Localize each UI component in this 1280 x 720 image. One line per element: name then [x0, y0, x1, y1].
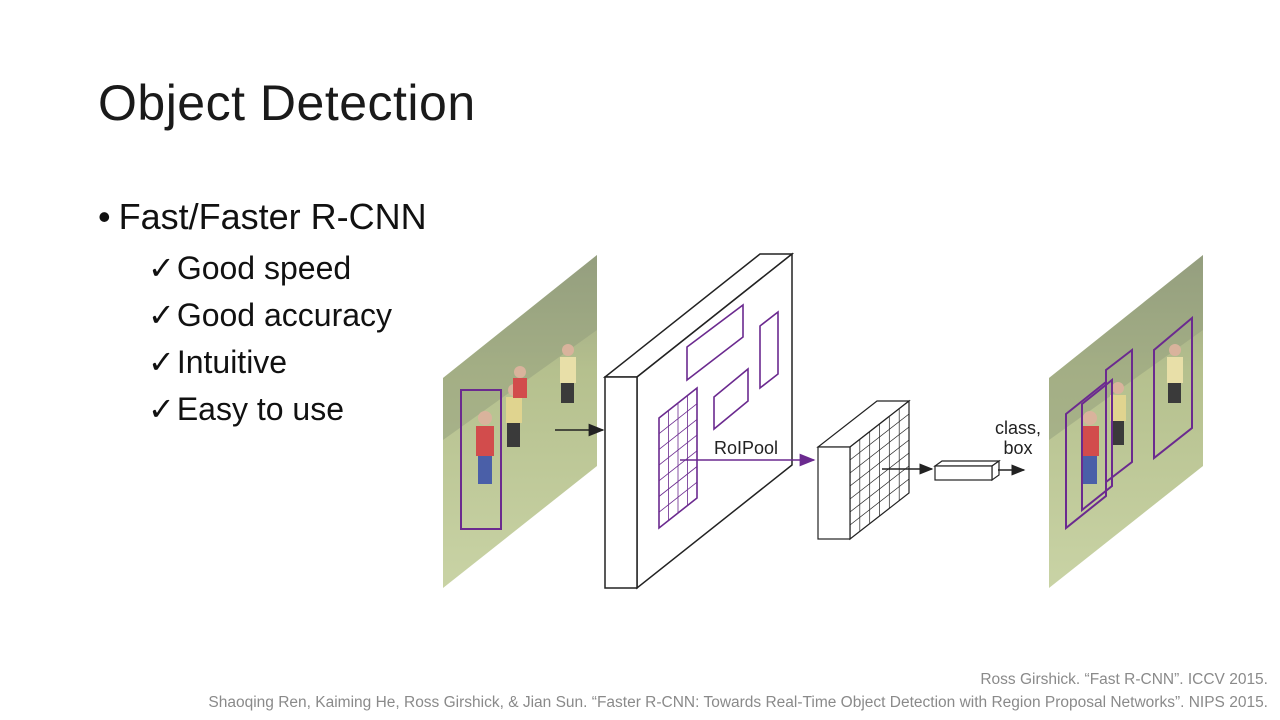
proposal-box — [460, 389, 502, 530]
checkmark-icon: ✓ — [148, 297, 175, 333]
output-label-class: class, — [995, 418, 1041, 438]
bullet-dot: • — [98, 196, 111, 237]
input-image — [443, 255, 597, 588]
roipool-label: RoIPool — [714, 438, 778, 458]
references: Ross Girshick. “Fast R-CNN”. ICCV 2015. … — [208, 668, 1268, 714]
bullet-item: •Fast/Faster R-CNN — [98, 196, 427, 238]
reference-faster-rcnn: Shaoqing Ren, Kaiming He, Ross Girshick,… — [208, 694, 1268, 711]
check-item-intuitive: ✓Intuitive — [148, 343, 287, 381]
check-text: Easy to use — [176, 391, 345, 427]
detection-boxes — [1065, 315, 1193, 531]
checkmark-icon: ✓ — [148, 250, 175, 286]
pooled-feature-cube — [816, 399, 911, 541]
output-label-box: box — [1003, 438, 1032, 458]
player-figures — [1081, 344, 1183, 484]
output-image — [1049, 255, 1203, 588]
conv-feature-map — [602, 252, 795, 590]
player-figures — [476, 344, 576, 484]
check-item-easy: ✓Easy to use — [148, 390, 344, 428]
bullet-text: Fast/Faster R-CNN — [118, 196, 427, 237]
check-text: Good speed — [176, 250, 352, 286]
checkmark-icon: ✓ — [148, 391, 175, 427]
check-item-speed: ✓Good speed — [148, 249, 351, 287]
check-item-accuracy: ✓Good accuracy — [148, 296, 392, 334]
check-text: Intuitive — [176, 344, 288, 380]
reference-fast-rcnn: Ross Girshick. “Fast R-CNN”. ICCV 2015. — [980, 671, 1268, 688]
roi-grid — [658, 386, 698, 530]
checkmark-icon: ✓ — [148, 344, 175, 380]
check-text: Good accuracy — [176, 297, 393, 333]
fc-layer — [933, 459, 1001, 482]
slide-title: Object Detection — [98, 75, 476, 131]
